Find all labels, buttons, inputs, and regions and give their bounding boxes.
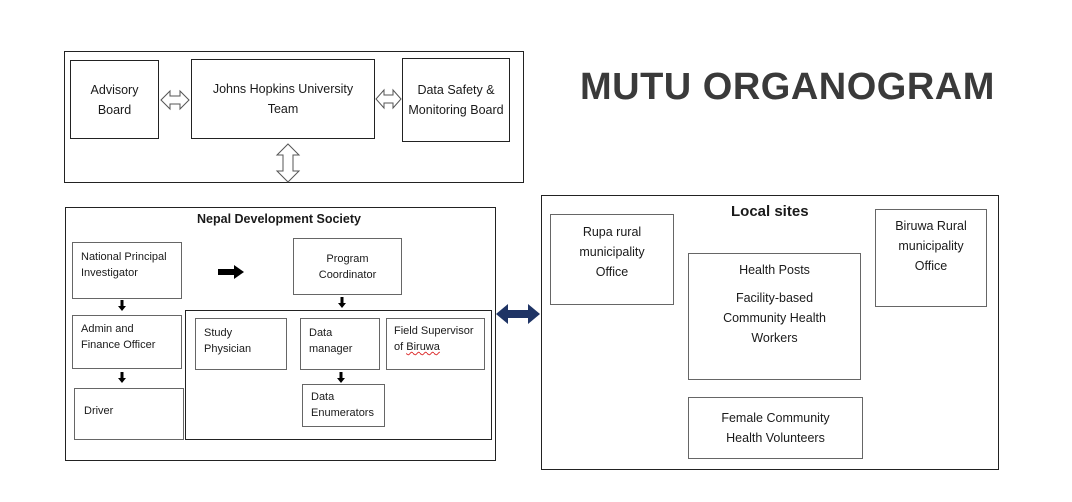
npi-label: National Principal Investigator <box>81 251 167 279</box>
field-supervisor-box: Field Supervisor of Biruwa <box>386 318 485 370</box>
arrow-down-data-manager-icon <box>337 372 345 383</box>
admin-finance-label: Admin and Finance Officer <box>81 323 156 351</box>
dsmb-label: Data Safety & Monitoring Board <box>408 83 504 117</box>
npi-box: National Principal Investigator <box>72 242 182 299</box>
field-supervisor-place: Biruwa <box>406 341 440 353</box>
driver-box: Driver <box>74 388 184 440</box>
biruwa-office-box: Biruwa Rural municipality Office <box>875 209 987 307</box>
program-coordinator-label: Program Coordinator <box>318 252 377 281</box>
jhu-team-box: Johns Hopkins University Team <box>191 59 375 139</box>
chw-label: Facility-based Community Health Workers <box>723 291 826 345</box>
data-enumerators-box: Data Enumerators <box>302 384 385 427</box>
double-arrow-nds-local-icon <box>496 304 540 324</box>
program-coordinator-box: Program Coordinator <box>293 238 402 295</box>
fchv-box: Female Community Health Volunteers <box>688 397 863 459</box>
arrow-down-admin-icon <box>118 372 126 383</box>
arrow-right-icon <box>218 265 244 279</box>
dsmb-box: Data Safety & Monitoring Board <box>402 58 510 142</box>
health-posts-box: Health Posts Facility-based Community He… <box>688 253 861 380</box>
advisory-board-label: Advisory Board <box>90 82 139 117</box>
double-arrow-vertical-icon <box>275 143 301 183</box>
admin-finance-box: Admin and Finance Officer <box>72 315 182 369</box>
page-title: MUTU ORGANOGRAM <box>580 66 995 108</box>
double-arrow-jhu-dsmb-icon <box>375 88 402 110</box>
biruwa-office-label: Biruwa Rural municipality Office <box>895 219 967 273</box>
data-manager-label: Data manager <box>309 327 353 355</box>
data-manager-box: Data manager <box>300 318 380 370</box>
fchv-label: Female Community Health Volunteers <box>721 411 830 445</box>
study-physician-label: Study Physician <box>204 327 252 355</box>
health-posts-label: Health Posts <box>739 263 810 277</box>
driver-label: Driver <box>84 405 114 417</box>
arrow-down-npi-icon <box>118 300 126 311</box>
rupa-office-box: Rupa rural municipality Office <box>550 214 674 305</box>
arrow-down-coordinator-icon <box>338 297 346 308</box>
double-arrow-advisory-jhu-icon <box>160 89 190 111</box>
jhu-team-label: Johns Hopkins University Team <box>212 82 354 116</box>
local-sites-heading: Local sites <box>731 203 809 220</box>
data-enumerators-label: Data Enumerators <box>311 391 374 419</box>
nds-heading: Nepal Development Society <box>197 212 361 226</box>
advisory-board-box: Advisory Board <box>70 60 159 139</box>
study-physician-box: Study Physician <box>195 318 287 370</box>
field-supervisor-label: Field Supervisor of <box>394 325 474 353</box>
rupa-office-label: Rupa rural municipality Office <box>579 225 645 279</box>
